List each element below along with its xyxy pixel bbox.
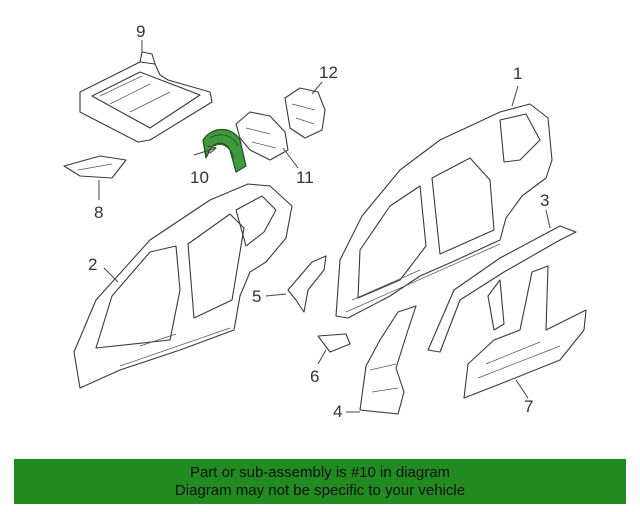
leader-10 bbox=[193, 147, 217, 156]
callout-10: 10 bbox=[190, 168, 209, 187]
callout-12: 12 bbox=[319, 63, 338, 82]
callout-2: 2 bbox=[88, 255, 97, 274]
leader-12 bbox=[311, 81, 323, 95]
banner-line-1: Part or sub-assembly is #10 in diagram bbox=[189, 463, 451, 481]
part-1-outer-body-side bbox=[335, 103, 553, 319]
part-7-lower-side-frame bbox=[463, 265, 587, 399]
leader-10-arrowhead bbox=[207, 145, 217, 154]
part-11-inner-panel bbox=[235, 111, 289, 161]
callout-6: 6 bbox=[310, 367, 319, 386]
part-4-pillar bbox=[359, 305, 417, 415]
callout-1: 1 bbox=[513, 64, 522, 83]
leader-11 bbox=[282, 147, 299, 169]
callout-3: 3 bbox=[540, 191, 549, 210]
leader-7 bbox=[515, 379, 529, 399]
leader-2 bbox=[103, 267, 119, 283]
leader-1 bbox=[511, 85, 519, 107]
callout-7: 7 bbox=[524, 397, 533, 416]
part-5-brace bbox=[287, 255, 327, 313]
part-6-clip bbox=[317, 333, 351, 353]
callout-11: 11 bbox=[296, 168, 314, 187]
callout-9: 9 bbox=[136, 22, 145, 41]
part-8-bracket bbox=[63, 155, 127, 179]
callout-4: 4 bbox=[333, 402, 342, 421]
leader-5 bbox=[265, 293, 287, 297]
part-9-roof-frame bbox=[79, 51, 213, 143]
leader-3 bbox=[545, 209, 551, 229]
banner-line-2: Diagram may not be specific to your vehi… bbox=[174, 481, 466, 499]
info-banner: Part or sub-assembly is #10 in diagram D… bbox=[14, 459, 626, 504]
callout-8: 8 bbox=[94, 203, 103, 222]
leader-6 bbox=[317, 349, 327, 365]
parts-diagram: 9 12 11 10 8 2 5 bbox=[63, 22, 587, 421]
part-2-inner-body-side bbox=[73, 183, 293, 389]
callout-5: 5 bbox=[252, 287, 261, 306]
part-3-rail bbox=[427, 225, 577, 353]
part-12-bracket bbox=[284, 87, 326, 139]
